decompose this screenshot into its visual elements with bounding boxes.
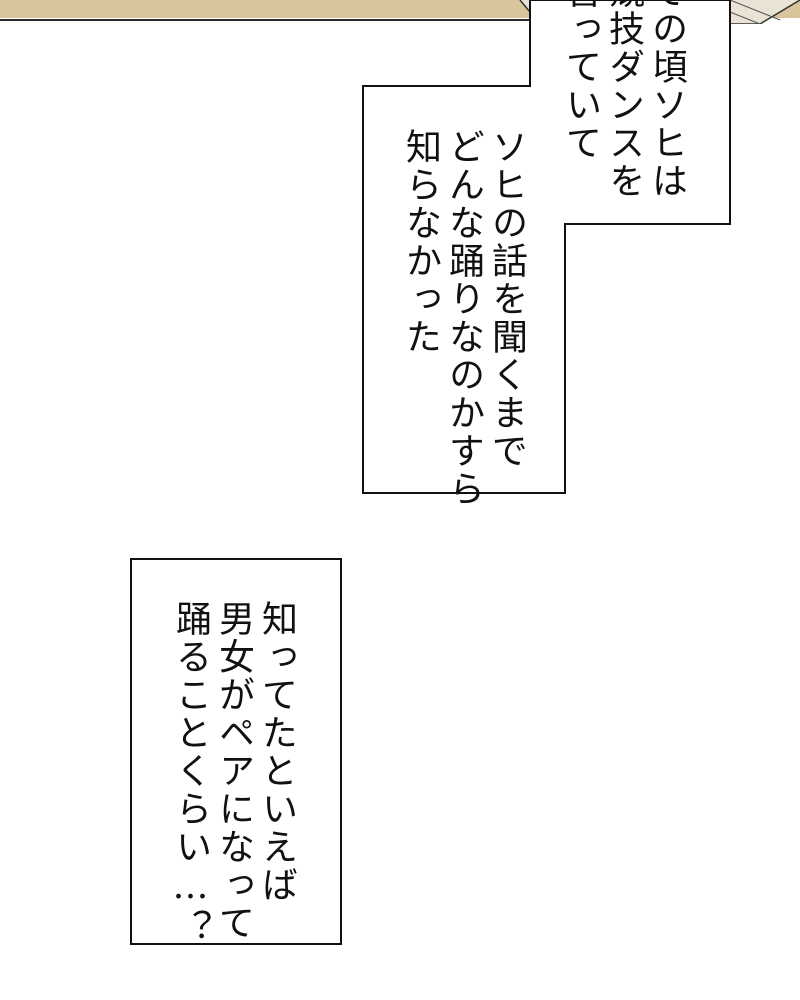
caption-middle-line-3: 知らなかった <box>400 128 441 356</box>
caption-top-line-2: 競技ダンスを <box>603 0 644 200</box>
caption-bottom-line-1: 知ってたといえば <box>256 600 297 904</box>
caption-middle-line-1: ソヒの話を聞くまで <box>486 128 527 470</box>
bottom-caption-outline <box>130 558 342 945</box>
caption-top-line-3: 習っていて <box>560 0 601 162</box>
caption-bottom-line-2: 男女がペアになって <box>213 600 254 942</box>
caption-middle-line-2: どんな踊りなのかすら <box>443 128 484 508</box>
caption-bottom-line-3: 踊ることくらい…？ <box>170 600 211 947</box>
stepped-caption-outline <box>362 0 731 494</box>
caption-top-line-1: その頃ソヒは <box>646 0 687 200</box>
